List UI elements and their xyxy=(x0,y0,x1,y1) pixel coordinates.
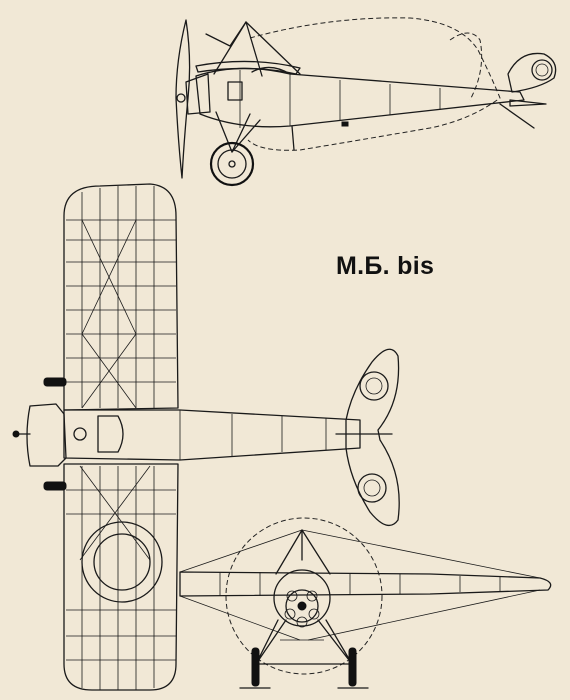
wing-front-view xyxy=(179,571,552,597)
front-view xyxy=(179,517,552,689)
engine-front xyxy=(273,569,331,627)
propeller-side xyxy=(175,19,191,179)
tail-fin-side xyxy=(507,52,557,93)
roundel-wing xyxy=(81,521,163,603)
roundel-tail-upper xyxy=(359,371,389,401)
top-view xyxy=(12,183,400,691)
engine-top-view xyxy=(26,403,67,467)
wheel-left-front xyxy=(251,647,260,687)
fuselage-side xyxy=(195,67,525,128)
tailplane-top-view xyxy=(345,348,400,527)
wheel-side xyxy=(209,141,255,187)
wing-lower-top-view xyxy=(63,463,179,691)
wheel-right-front xyxy=(348,647,357,687)
aircraft-title: М.Б. bis xyxy=(336,252,435,280)
side-view xyxy=(175,17,557,187)
wing-upper-top-view xyxy=(63,183,179,411)
roundel-tail-lower xyxy=(357,473,387,503)
